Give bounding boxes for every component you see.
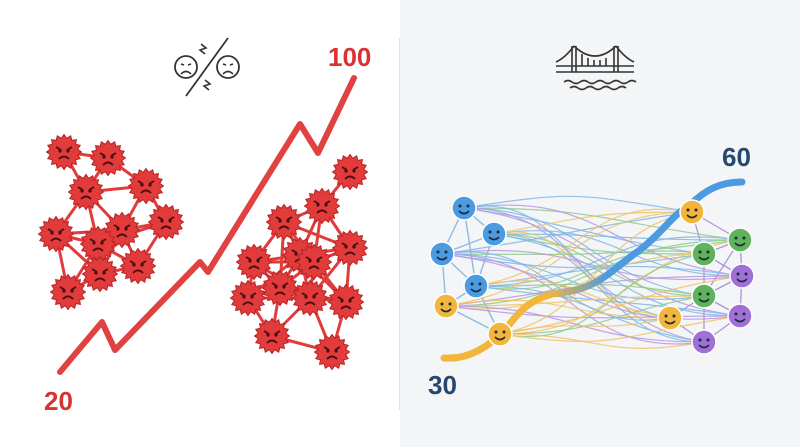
happy-face-node bbox=[691, 241, 717, 267]
bridge-link bbox=[493, 233, 705, 343]
happy-face-node bbox=[679, 199, 705, 225]
bridge-link bbox=[499, 315, 741, 343]
bridge-link bbox=[463, 207, 705, 297]
angry-face-node bbox=[331, 153, 369, 191]
bridge-link bbox=[445, 295, 705, 307]
bridged-network-links bbox=[441, 195, 743, 349]
happy-face-node bbox=[727, 303, 753, 329]
happy-face-node bbox=[691, 329, 717, 355]
right-end-value: 60 bbox=[722, 142, 751, 172]
angry-face-node bbox=[127, 167, 165, 205]
angry-face-node bbox=[119, 247, 157, 285]
angry-face-node bbox=[253, 317, 291, 355]
angry-face-node bbox=[235, 243, 273, 281]
network-link bbox=[463, 207, 477, 287]
angry-face-node bbox=[291, 279, 329, 317]
bridge-link bbox=[463, 207, 741, 241]
bridge-link bbox=[493, 211, 693, 235]
bridge-link bbox=[499, 253, 705, 338]
happy-face-node bbox=[433, 293, 459, 319]
happy-face-node bbox=[727, 227, 753, 253]
happy-face-node bbox=[487, 321, 513, 347]
happy-face-node bbox=[729, 263, 755, 289]
bridge-link bbox=[493, 230, 743, 277]
angry-face-node bbox=[261, 269, 299, 307]
happy-face-node bbox=[463, 273, 489, 299]
bridge-link bbox=[463, 205, 671, 319]
bridge-link bbox=[499, 295, 705, 335]
right-start-value: 30 bbox=[428, 370, 457, 400]
happy-network-nodes bbox=[429, 195, 755, 355]
bridge-link bbox=[493, 231, 671, 319]
left-start-value: 20 bbox=[44, 386, 73, 416]
bridge-link bbox=[441, 251, 671, 321]
bridge-link bbox=[499, 317, 671, 335]
angry-face-node bbox=[37, 215, 75, 253]
angry-face-node bbox=[45, 133, 83, 171]
bridge-link bbox=[475, 285, 705, 343]
bridge-link bbox=[499, 333, 705, 349]
bridge-link bbox=[445, 305, 741, 319]
left-trend-line bbox=[57, 75, 357, 375]
angry-face-node bbox=[295, 243, 333, 281]
angry-face-node bbox=[265, 203, 303, 241]
angry-cluster-nodes bbox=[37, 133, 369, 371]
bridge-link bbox=[441, 211, 693, 255]
bridge-link bbox=[463, 204, 743, 277]
angry-face-node bbox=[327, 283, 365, 321]
angry-face-node bbox=[67, 173, 105, 211]
bridge-link bbox=[499, 211, 693, 335]
angry-face-node bbox=[49, 273, 87, 311]
bridge-link bbox=[445, 299, 671, 319]
bridge-icon bbox=[555, 45, 637, 91]
panel-divider bbox=[399, 38, 400, 410]
bridge-link bbox=[445, 211, 693, 307]
bridge-link bbox=[441, 253, 705, 345]
angry-face-node bbox=[331, 229, 369, 267]
bridge-link bbox=[441, 249, 743, 281]
bridge-link bbox=[445, 239, 741, 307]
happy-face-node bbox=[429, 241, 455, 267]
happy-face-node bbox=[481, 221, 507, 247]
bridge-link bbox=[475, 208, 693, 287]
happy-face-node bbox=[657, 305, 683, 331]
happy-face-node bbox=[451, 195, 477, 221]
bridge-link bbox=[441, 253, 741, 320]
happy-face-node bbox=[691, 283, 717, 309]
angry-face-node bbox=[313, 333, 351, 371]
angry-face-node bbox=[147, 203, 185, 241]
angry-face-node bbox=[303, 187, 341, 225]
bridge-link bbox=[475, 250, 705, 290]
bridge-link bbox=[493, 233, 705, 297]
angry-face-node bbox=[81, 255, 119, 293]
angry-face-node bbox=[89, 139, 127, 177]
angry-face-node bbox=[229, 279, 267, 317]
broken-link-angry-faces-icon bbox=[174, 37, 240, 97]
left-end-value: 100 bbox=[328, 42, 372, 72]
bridge-link bbox=[475, 265, 743, 287]
bridge-link bbox=[445, 305, 705, 343]
bridge-link bbox=[441, 253, 705, 269]
bridge-link bbox=[463, 207, 741, 317]
bridge-link bbox=[463, 195, 693, 213]
bridge-link bbox=[493, 233, 741, 241]
angry-face-node bbox=[79, 225, 117, 263]
